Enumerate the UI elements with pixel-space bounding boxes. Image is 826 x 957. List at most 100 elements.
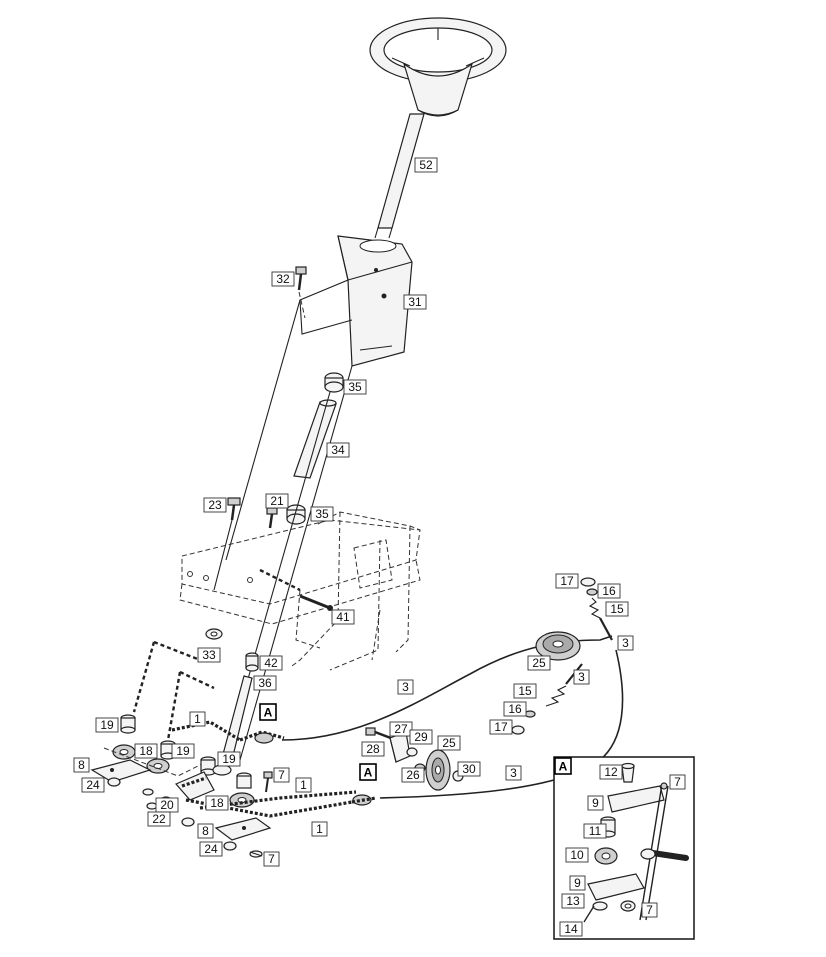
callout-text: 18 (210, 796, 224, 810)
callout-l35a: 35 (343, 379, 367, 395)
callout-text: 33 (202, 648, 216, 662)
pin-41 (299, 594, 333, 611)
callout-i10: 10 (565, 847, 589, 863)
callout-l30: 30 (457, 761, 481, 777)
callout-text: 25 (532, 656, 546, 670)
detail-marker-a: A (554, 757, 572, 775)
callout-text: 7 (268, 852, 275, 866)
callout-l41: 41 (331, 609, 355, 625)
steering-wheel (369, 17, 507, 117)
bolt-32 (295, 266, 307, 319)
callout-text: 22 (152, 812, 166, 826)
callout-text: 3 (578, 670, 585, 684)
callout-text: 21 (270, 494, 284, 508)
callout-l7b: 7 (263, 851, 280, 867)
svg-text:A: A (264, 706, 273, 720)
washer-22 (181, 817, 195, 827)
callout-text: 23 (208, 498, 222, 512)
callout-l36: 36 (253, 675, 277, 691)
callout-l8b: 8 (197, 823, 214, 839)
bushing-35-upper (324, 372, 344, 393)
svg-text:A: A (559, 760, 568, 774)
chain-end-a-upper (239, 730, 285, 744)
clip-7-lower (249, 850, 263, 858)
steering-shaft (374, 113, 425, 239)
callout-l1a: 1 (189, 711, 206, 727)
callout-l32: 32 (271, 271, 295, 287)
bolt-23 (227, 497, 241, 521)
callout-text: 3 (402, 680, 409, 694)
bracket-27 (389, 731, 411, 763)
callout-text: 19 (176, 744, 190, 758)
callout-l16b: 16 (503, 701, 527, 717)
callout-text: 7 (278, 768, 285, 782)
callout-text: 7 (646, 903, 653, 917)
sprocket-guide-dash (103, 747, 207, 777)
callout-l19a: 19 (95, 717, 119, 733)
callout-text: 36 (258, 676, 272, 690)
callout-l23: 23 (203, 497, 227, 513)
bolt-7-upper (263, 771, 273, 793)
callout-l15a: 15 (605, 601, 629, 617)
callout-l52: 52 (414, 157, 438, 173)
callout-text: 17 (560, 574, 574, 588)
callout-i11: 11 (583, 823, 607, 839)
callout-i7a: 7 (669, 774, 686, 790)
callout-text: 52 (419, 158, 433, 172)
washer-33 (205, 628, 223, 640)
bushing-19-left (120, 714, 136, 734)
callout-l31: 31 (403, 294, 427, 310)
callout-l35b: 35 (310, 506, 334, 522)
callout-text: 25 (442, 736, 456, 750)
callout-l7a: 7 (273, 767, 290, 783)
callout-text: 16 (602, 584, 616, 598)
callout-text: 30 (462, 762, 476, 776)
callout-l8a: 8 (73, 757, 90, 773)
callout-text: 18 (139, 744, 153, 758)
callout-text: 31 (408, 295, 422, 309)
callout-text: 9 (574, 876, 581, 890)
callout-l18b: 18 (205, 795, 229, 811)
callout-text: 29 (414, 730, 428, 744)
callout-i7b: 7 (641, 902, 658, 918)
callout-i12: 12 (599, 764, 623, 780)
bolt-21 (266, 507, 278, 529)
callout-text: 27 (394, 722, 408, 736)
callout-text: 17 (494, 720, 508, 734)
callout-l27: 27 (389, 721, 413, 737)
collar (212, 764, 232, 776)
callout-text: 10 (570, 848, 584, 862)
callout-l42: 42 (259, 655, 283, 671)
assembly-guide-lines (213, 299, 353, 771)
callout-l25b: 25 (437, 735, 461, 751)
sprocket-18-left (112, 744, 136, 760)
callout-l19b: 19 (171, 743, 195, 759)
callout-l25a: 25 (527, 655, 551, 671)
callout-l26: 26 (401, 767, 425, 783)
callout-l24a: 24 (81, 777, 105, 793)
callout-text: 35 (315, 507, 329, 521)
callout-l24b: 24 (199, 841, 223, 857)
callout-text: 11 (589, 824, 602, 838)
callout-text: 24 (86, 778, 100, 792)
callout-text: 35 (348, 380, 362, 394)
callout-l3c: 3 (573, 669, 590, 685)
callout-l22: 22 (147, 811, 171, 827)
callout-text: 3 (510, 766, 517, 780)
callout-text: 3 (622, 636, 629, 650)
steering-tube (293, 399, 337, 479)
callout-text: 19 (100, 718, 114, 732)
nut-24-left (107, 777, 121, 787)
washer-29 (406, 747, 418, 757)
callout-text: 13 (566, 894, 580, 908)
callout-text: 12 (604, 765, 618, 779)
pulley-25-upper (535, 631, 581, 661)
callout-i9a: 9 (587, 795, 604, 811)
callout-l17b: 17 (489, 719, 513, 735)
callout-l1b: 1 (295, 777, 312, 793)
callout-l3a: 3 (397, 679, 414, 695)
cable-end-lower (511, 663, 583, 735)
callout-text: 1 (300, 778, 307, 792)
